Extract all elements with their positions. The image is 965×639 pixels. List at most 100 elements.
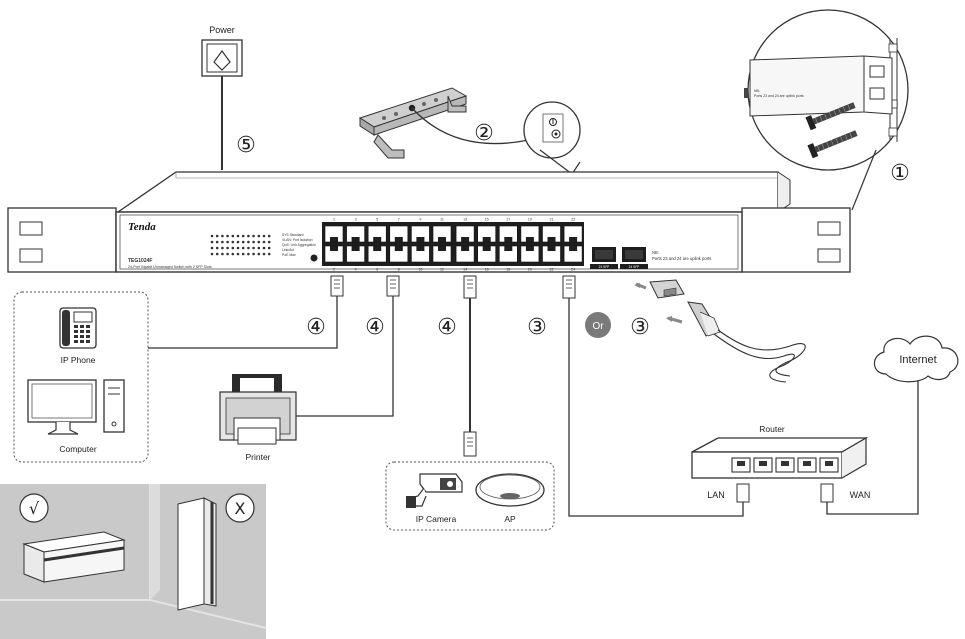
rj45-port-17[interactable] <box>498 225 518 243</box>
zoom-note-text: Ports 23 and 24 are uplink ports <box>754 94 804 98</box>
sfp-slot-24[interactable] <box>622 247 646 262</box>
led-indicator <box>215 252 219 256</box>
or-label: Or <box>592 321 604 332</box>
lan-label: LAN <box>707 490 725 500</box>
led-indicator <box>221 246 224 250</box>
led-indicator <box>231 252 235 256</box>
led-indicator <box>262 252 266 256</box>
led-indicator <box>236 246 240 250</box>
rj45-port-23[interactable] <box>563 225 583 243</box>
end-devices-group <box>13 291 149 463</box>
router-label: Router <box>759 424 785 434</box>
led-indicator <box>236 252 240 256</box>
rj45-port-6[interactable] <box>367 245 387 263</box>
wan-label: WAN <box>850 490 871 500</box>
led-indicator <box>267 240 271 244</box>
sfp-slot-23[interactable] <box>592 247 616 262</box>
rj45-port-2[interactable] <box>324 245 344 263</box>
port-number-bottom: 16 <box>485 268 489 272</box>
rj45-port-14[interactable] <box>455 245 475 263</box>
rj45-port-16[interactable] <box>477 245 497 263</box>
fiber-cable <box>713 329 806 383</box>
step-2-badge: ② <box>474 121 494 146</box>
led-indicator <box>236 234 240 238</box>
rj45-port-22[interactable] <box>542 245 561 263</box>
port-number-top: 1 <box>333 218 335 222</box>
led-indicator <box>252 240 255 244</box>
led-indicator <box>226 234 229 238</box>
zoom-note-title: NB: <box>754 89 760 93</box>
cable-router-wan <box>826 380 919 515</box>
rj45-port-8[interactable] <box>389 245 409 263</box>
port-number-top: 13 <box>463 218 467 222</box>
led-indicator <box>262 246 266 250</box>
ground-terminal-zoom <box>523 101 581 175</box>
led-indicator <box>226 240 229 244</box>
rj45-port-21[interactable] <box>542 225 561 243</box>
rj45-port-20[interactable] <box>520 245 540 263</box>
rj45-port-1[interactable] <box>324 225 344 243</box>
led-indicator <box>231 234 235 238</box>
led-indicator <box>215 240 219 244</box>
led-indicator <box>247 240 250 244</box>
port-number-top: 19 <box>528 218 532 222</box>
port-number-top: 3 <box>355 218 357 222</box>
led-indicator <box>236 240 240 244</box>
led-indicator <box>267 234 271 238</box>
led-indicator <box>262 240 266 244</box>
led-indicator <box>262 234 266 238</box>
rj45-port-7[interactable] <box>389 225 409 243</box>
wrong-mark: X <box>235 499 246 518</box>
step-5-badge: ⑤ <box>236 133 256 158</box>
uplink-note-title: NB: <box>652 250 659 255</box>
led-legend-item: Link/Act <box>282 248 294 252</box>
port-number-top: 17 <box>506 218 510 222</box>
rj45-port-11[interactable] <box>432 225 452 243</box>
cable-ip-phone <box>148 296 338 349</box>
rj45-port-4[interactable] <box>346 245 365 263</box>
brand-logo: Tenda <box>128 221 156 233</box>
rj45-port-19[interactable] <box>520 225 540 243</box>
rj45-port-3[interactable] <box>346 225 365 243</box>
rj45-port-15[interactable] <box>477 225 497 243</box>
internet-cloud-icon <box>873 335 959 383</box>
rj45-port-5[interactable] <box>367 225 387 243</box>
rj45-port-13[interactable] <box>455 225 475 243</box>
rj45-port-24[interactable] <box>563 245 583 263</box>
rj45-port-12[interactable] <box>432 245 452 263</box>
rj45-port-18[interactable] <box>498 245 518 263</box>
computer-icon <box>27 379 125 435</box>
led-indicator <box>267 252 271 256</box>
port-number-top: 21 <box>550 218 554 222</box>
cable-router-lan <box>568 298 744 517</box>
port-number-bottom: 22 <box>550 268 554 272</box>
port-number-top: 9 <box>419 218 421 222</box>
rj45-port-9[interactable] <box>411 225 430 243</box>
led-legend-item: PoE Max <box>282 253 296 257</box>
led-indicator <box>231 246 235 250</box>
led-indicator <box>267 246 271 250</box>
reset-button[interactable] <box>310 254 318 262</box>
step-4-badge-phone: ④ <box>306 315 326 340</box>
led-indicator <box>221 234 224 238</box>
printer-label: Printer <box>245 452 270 462</box>
ethernet-plug-3 <box>463 275 477 299</box>
ethernet-plug-4 <box>562 275 576 299</box>
computer-label: Computer <box>59 444 96 454</box>
ip-phone-icon <box>59 307 97 349</box>
ethernet-plug-5 <box>463 431 477 457</box>
led-legend-item: QoS: Link Aggregation <box>282 243 316 247</box>
ip-phone-label: IP Phone <box>61 355 96 365</box>
correct-mark: √ <box>29 499 40 518</box>
cable-printer <box>296 296 394 417</box>
led-indicator <box>247 252 250 256</box>
port-number-bottom: 24 <box>571 268 575 272</box>
sfp-label-23: 23 SFP <box>599 265 610 269</box>
ethernet-plug-2 <box>386 275 400 297</box>
port-number-top: 15 <box>485 218 489 222</box>
led-indicator <box>252 234 255 238</box>
led-indicator <box>241 234 245 238</box>
rj45-port-10[interactable] <box>411 245 430 263</box>
led-indicator <box>210 246 214 250</box>
